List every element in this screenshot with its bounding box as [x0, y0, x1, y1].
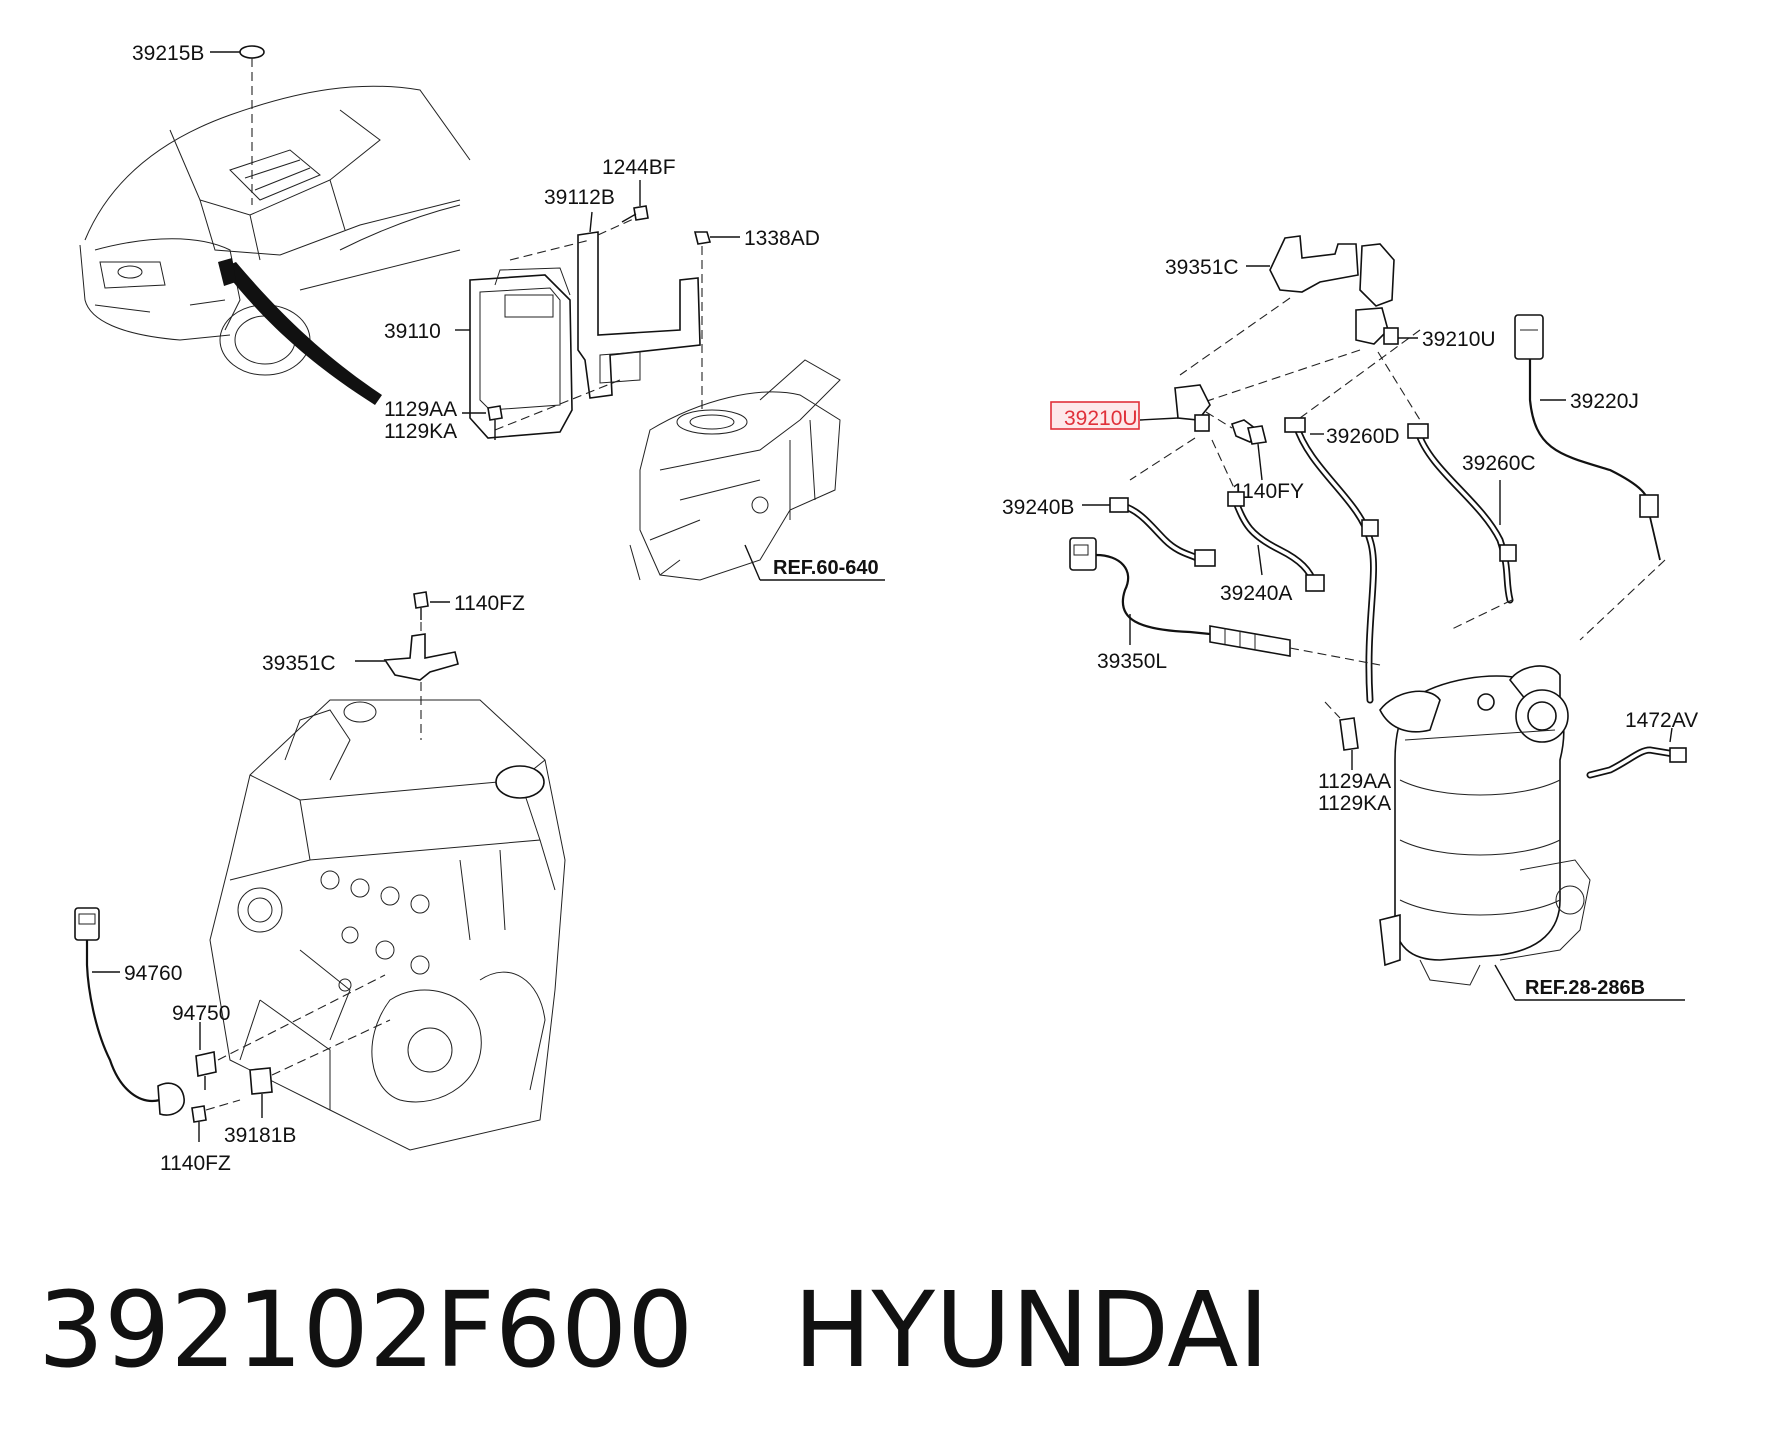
bracket-39181B — [191, 1019, 391, 1142]
oxygen-sensor-39350L — [1069, 537, 1381, 666]
footer-caption: 392102F600 HYUNDAI — [38, 1278, 1269, 1408]
label-39110: 39110 — [384, 320, 441, 343]
hose-39260D — [1284, 329, 1421, 704]
sensor-94750 — [195, 974, 386, 1090]
label-39260D: 39260D — [1326, 425, 1400, 448]
label-39112B: 39112B — [544, 186, 615, 209]
hose-39240B — [1082, 497, 1216, 567]
pressure-sensor-39210U-highlighted — [1129, 384, 1211, 481]
ref-60-640: REF.60-640 — [773, 557, 879, 579]
catalytic-converter — [1379, 665, 1591, 986]
bolt-1140FY — [1205, 411, 1267, 481]
hose-39240A — [1211, 439, 1325, 592]
label-1338AD: 1338AD — [744, 227, 820, 250]
label-1472AV: 1472AV — [1625, 709, 1698, 732]
grommet-39215B — [210, 45, 265, 205]
label-39210U-highlighted: 39210U — [1064, 407, 1138, 430]
label-1129KA-upper: 1129KA — [384, 420, 457, 443]
vehicle-illustration — [79, 85, 471, 405]
hose-39260C — [1407, 423, 1517, 631]
label-39350L: 39350L — [1097, 650, 1167, 673]
label-39240B: 39240B — [1002, 496, 1074, 519]
label-39260C: 39260C — [1462, 452, 1536, 475]
label-1244BF: 1244BF — [602, 156, 676, 179]
brand-name: HYUNDAI — [793, 1269, 1270, 1391]
label-1140FZ-upper: 1140FZ — [454, 592, 525, 615]
ref-28-286B: REF.28-286B — [1525, 977, 1645, 999]
label-39181B: 39181B — [224, 1124, 296, 1147]
label-1140FY: 1140FY — [1232, 480, 1304, 503]
label-39351C-lower: 39351C — [262, 652, 336, 675]
label-39215B: 39215B — [132, 42, 204, 65]
bracket-39351C-upper — [1179, 235, 1395, 376]
ecu-assembly — [455, 205, 740, 440]
highlight-box-39210U — [1050, 401, 1140, 430]
temperature-sensor-39220J — [1514, 314, 1666, 641]
bracket-39351C-lower — [355, 591, 459, 740]
label-1129AA-right: 1129AA — [1318, 770, 1391, 793]
label-1129KA-right: 1129KA — [1318, 792, 1391, 815]
label-39240A: 39240A — [1220, 582, 1292, 605]
engine-block — [209, 699, 566, 1151]
label-39351C-upper: 39351C — [1165, 256, 1239, 279]
label-39220J: 39220J — [1570, 390, 1639, 413]
pressure-sensor-39210U-right — [1179, 307, 1421, 421]
knock-sensor-94760 — [74, 907, 185, 1116]
body-frame — [629, 359, 841, 581]
part-number: 392102F600 — [38, 1269, 694, 1391]
label-94750: 94750 — [172, 1002, 230, 1025]
label-39210U-right: 39210U — [1422, 328, 1496, 351]
label-1140FZ-lower: 1140FZ — [160, 1152, 231, 1175]
pipe-1472AV — [1586, 727, 1687, 779]
label-1129AA-upper: 1129AA — [384, 398, 457, 421]
label-94760: 94760 — [124, 962, 182, 985]
bolt-1129AA-right — [1324, 701, 1359, 770]
